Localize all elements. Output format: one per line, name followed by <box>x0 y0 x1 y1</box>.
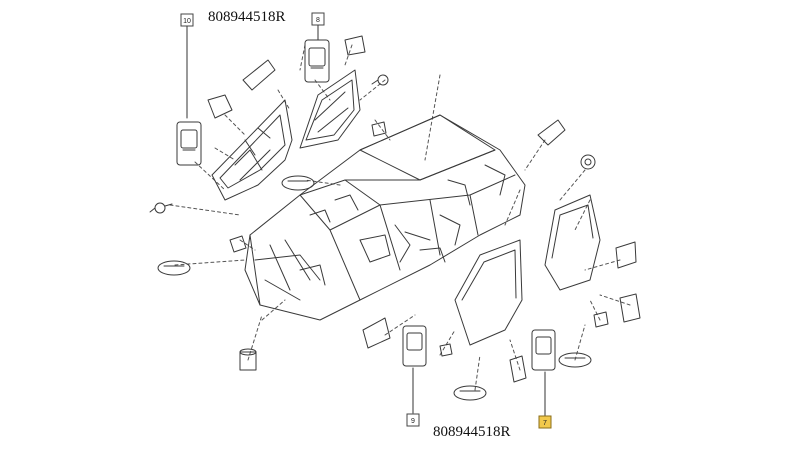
callout-8-label: 8 <box>316 17 320 24</box>
callout-7-label: 7 <box>543 420 547 427</box>
small-trim-parts <box>149 35 641 401</box>
callout-10-label: 10 <box>183 18 191 25</box>
front-right-door <box>454 239 523 346</box>
callout-9-label: 9 <box>411 418 415 425</box>
exploded-view-dashed-lines <box>169 44 631 391</box>
callout-9: 9 <box>406 413 420 427</box>
callout-leader-lines <box>186 24 546 417</box>
front-left-door <box>211 99 293 201</box>
callout-8: 8 <box>311 12 325 26</box>
door-trim-panel-7 <box>531 329 556 371</box>
door-trim-panel-8 <box>304 39 330 83</box>
vehicle-body-shell <box>244 114 526 321</box>
callout-7: 7 <box>538 415 552 429</box>
part-number-bottom: 808944518R <box>433 424 511 440</box>
door-trim-panel-10 <box>176 121 202 166</box>
part-number-top: 808944518R <box>208 9 286 25</box>
callout-10: 10 <box>180 13 194 27</box>
rear-left-door <box>299 69 361 149</box>
door-trim-panel-9 <box>402 325 427 367</box>
rear-right-door <box>544 194 601 291</box>
